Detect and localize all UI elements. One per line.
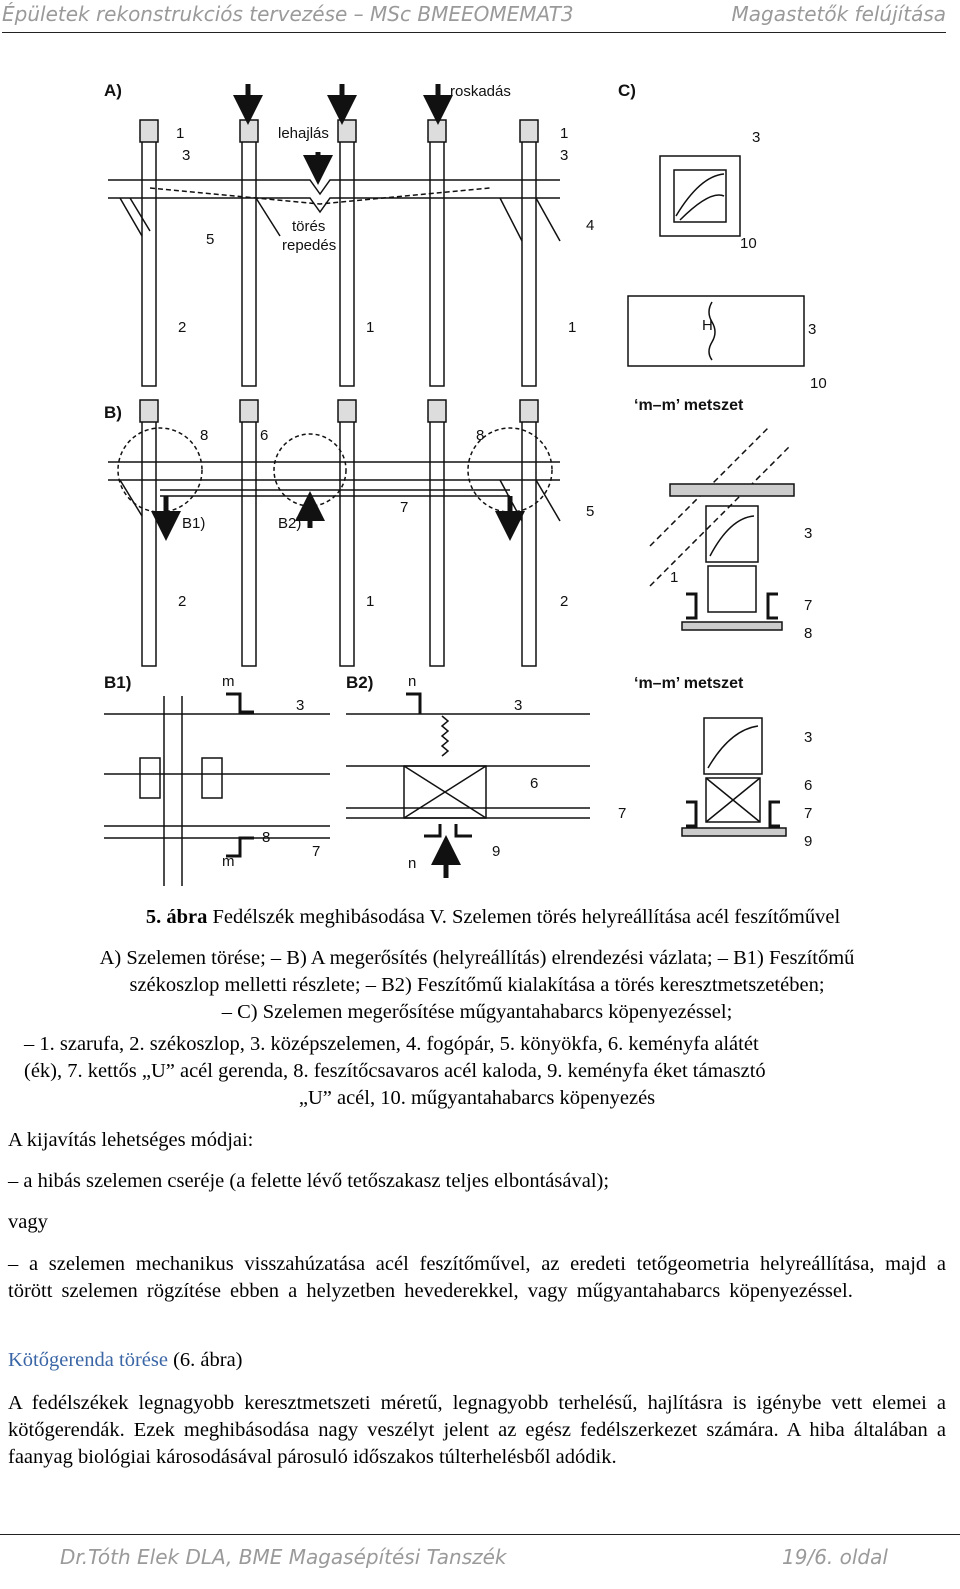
paragraph-methods-intro: A kijavítás lehetséges módjai: bbox=[8, 1129, 254, 1151]
paragraph-tie-beam: A fedélszékek legnagyobb keresztmetszeti… bbox=[8, 1392, 946, 1468]
heading-ref: (6. ábra) bbox=[167, 1349, 243, 1371]
svg-text:5: 5 bbox=[206, 231, 214, 248]
caption-line-5: (ék), 7. kettős „U” acél gerenda, 8. fes… bbox=[24, 1060, 766, 1082]
svg-text:3: 3 bbox=[560, 147, 568, 164]
svg-text:3: 3 bbox=[296, 697, 304, 714]
svg-text:7: 7 bbox=[312, 843, 320, 860]
caption-line-2: székoszlop melletti részlete; – B2) Fesz… bbox=[129, 974, 825, 996]
letter-m-top: m bbox=[222, 673, 235, 690]
label-h: H bbox=[702, 317, 713, 334]
panel-a-drawing: A) roskadás lehajlás törés repedés 1 3 5 bbox=[104, 81, 594, 387]
svg-text:1: 1 bbox=[176, 125, 184, 142]
heading-title: Kötőgerenda törése bbox=[8, 1349, 168, 1371]
svg-text:8: 8 bbox=[476, 427, 484, 444]
svg-text:1: 1 bbox=[560, 125, 568, 142]
svg-text:2: 2 bbox=[560, 593, 568, 610]
section-mm-title-1: ‘m–m’ metszet bbox=[634, 397, 744, 414]
panel-b1-label: B1) bbox=[104, 673, 131, 692]
section-mm-2: ‘m–m’ metszet 3 6 7 9 bbox=[634, 675, 812, 850]
svg-text:1: 1 bbox=[366, 593, 374, 610]
paragraph-or: vagy bbox=[8, 1211, 48, 1233]
svg-text:9: 9 bbox=[804, 833, 812, 850]
svg-text:3: 3 bbox=[752, 129, 760, 146]
figure-title: Fedélszék meghibásodása V. Szelemen töré… bbox=[207, 906, 841, 928]
letter-n-bottom: n bbox=[408, 855, 416, 872]
svg-text:7: 7 bbox=[804, 597, 812, 614]
paragraph-tensioning: – a szelemen mechanikus visszahúzatása a… bbox=[8, 1253, 946, 1302]
svg-text:2: 2 bbox=[178, 593, 186, 610]
svg-text:6: 6 bbox=[804, 777, 812, 794]
paragraph-replace: – a hibás szelemen cseréje (a felette lé… bbox=[8, 1170, 610, 1192]
panel-b-drawing: B) B1) B2) 8 6 8 7 5 2 1 2 bbox=[104, 399, 594, 667]
svg-text:8: 8 bbox=[804, 625, 812, 642]
svg-text:3: 3 bbox=[514, 697, 522, 714]
svg-text:1: 1 bbox=[568, 319, 576, 336]
svg-text:4: 4 bbox=[586, 217, 594, 234]
svg-text:3: 3 bbox=[182, 147, 190, 164]
svg-text:10: 10 bbox=[740, 235, 757, 252]
svg-text:7: 7 bbox=[400, 499, 408, 516]
svg-text:3: 3 bbox=[804, 729, 812, 746]
section-mm-1: ‘m–m’ metszet 3 1 7 8 bbox=[634, 397, 812, 642]
header-course: Épületek rekonstrukciós tervezése – MSc … bbox=[2, 2, 574, 26]
panel-b2-label: B2) bbox=[346, 673, 373, 692]
caption-line-6: „U” acél, 10. műgyantahabarcs köpenyezés bbox=[298, 1087, 656, 1109]
figure-number: 5. ábra bbox=[145, 906, 208, 928]
page-footer: Dr.Tóth Elek DLA, BME Magasépítési Tansz… bbox=[0, 1534, 960, 1589]
panel-b1-detail: B1) m m 3 8 7 bbox=[104, 673, 330, 886]
svg-text:7: 7 bbox=[618, 805, 626, 822]
svg-text:7: 7 bbox=[804, 805, 812, 822]
panel-c-label: C) bbox=[618, 81, 636, 100]
label-tores: törés bbox=[292, 218, 325, 235]
svg-text:3: 3 bbox=[808, 321, 816, 338]
label-lehajlas: lehajlás bbox=[278, 125, 329, 142]
label-b1-small: B1) bbox=[182, 515, 205, 532]
svg-text:1: 1 bbox=[670, 569, 678, 586]
page-header: Épületek rekonstrukciós tervezése – MSc … bbox=[2, 2, 946, 33]
footer-author: Dr.Tóth Elek DLA, BME Magasépítési Tansz… bbox=[60, 1545, 507, 1569]
svg-text:1: 1 bbox=[366, 319, 374, 336]
panel-b-label: B) bbox=[104, 403, 122, 422]
label-repedes: repedés bbox=[282, 237, 336, 254]
header-chapter: Magastetők felújítása bbox=[731, 2, 946, 26]
panel-a-label: A) bbox=[104, 81, 122, 100]
svg-text:6: 6 bbox=[530, 775, 538, 792]
svg-text:5: 5 bbox=[586, 503, 594, 520]
section-heading: Kötőgerenda törése (6. ábra) bbox=[8, 1347, 946, 1374]
technical-drawing: A) roskadás lehajlás törés repedés 1 3 5 bbox=[104, 81, 827, 886]
label-roskadas: roskadás bbox=[450, 83, 511, 100]
footer-page: 19/6. oldal bbox=[782, 1545, 888, 1569]
caption-line-4: – 1. szarufa, 2. székoszlop, 3. középsze… bbox=[24, 1033, 759, 1055]
svg-text:2: 2 bbox=[178, 319, 186, 336]
caption-line-3: – C) Szelemen megerősítése műgyantahabar… bbox=[221, 1001, 733, 1023]
svg-text:9: 9 bbox=[492, 843, 500, 860]
letter-n-top: n bbox=[408, 673, 416, 690]
panel-c-drawing: C) 3 10 H 3 10 bbox=[618, 81, 827, 392]
figure-caption-title: 5. ábra Fedélszék meghibásodása V. Szele… bbox=[40, 904, 946, 931]
panel-b2-detail: B2) n n 3 6 7 9 bbox=[346, 673, 626, 878]
caption-line-1: A) Szelemen törése; – B) A megerősítés (… bbox=[99, 947, 855, 969]
section-mm-title-2: ‘m–m’ metszet bbox=[634, 675, 744, 692]
svg-text:8: 8 bbox=[262, 829, 270, 846]
svg-text:6: 6 bbox=[260, 427, 268, 444]
label-b2-small: B2) bbox=[278, 515, 301, 532]
svg-text:3: 3 bbox=[804, 525, 812, 542]
svg-text:8: 8 bbox=[200, 427, 208, 444]
svg-text:10: 10 bbox=[810, 375, 827, 392]
